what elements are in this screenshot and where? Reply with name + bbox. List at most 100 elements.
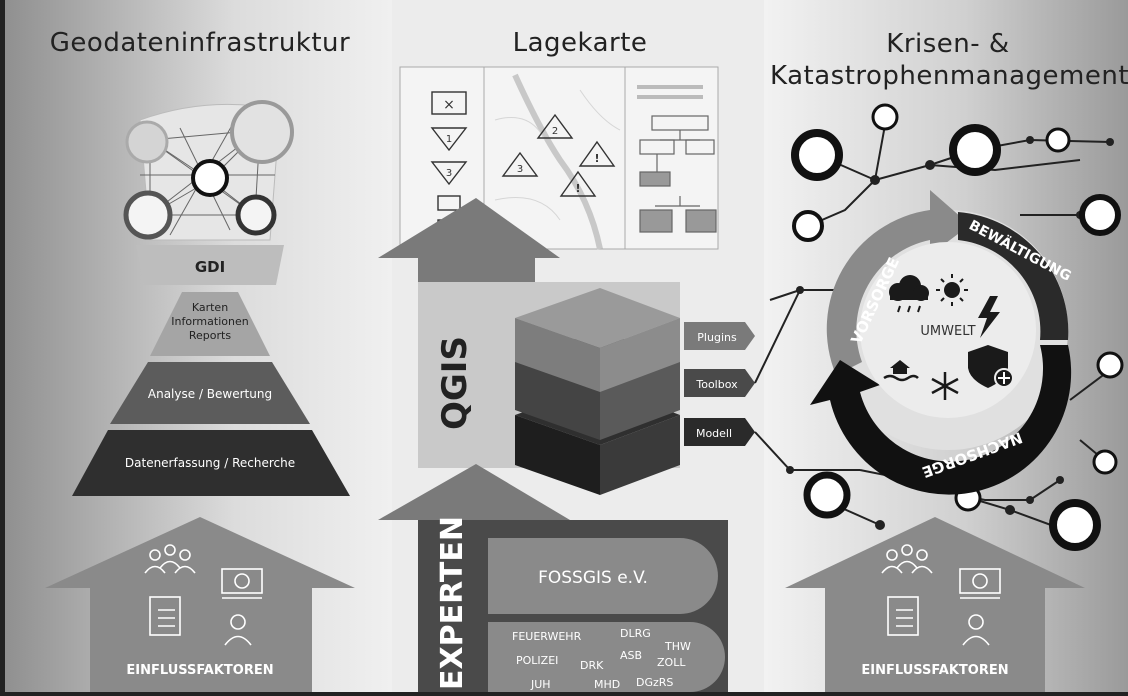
gdi-node-1 xyxy=(125,120,169,164)
pyramid-bottom-label: Datenerfassung / Recherche xyxy=(125,456,295,470)
qgis-layer-stack xyxy=(515,288,680,495)
money-icon xyxy=(221,568,263,599)
qgis-label: QGIS xyxy=(435,336,475,430)
map-triangle-3 xyxy=(430,161,468,186)
bottom-frame-border xyxy=(0,692,1128,696)
ring-8 xyxy=(1092,449,1118,475)
gdi-network: GDI xyxy=(123,100,294,285)
pyramid: Karten Informationen Reports Analyse / B… xyxy=(72,292,350,496)
flood-icon xyxy=(883,360,919,382)
cycle-diagram: VORSORGE BEWÄLTIGUNG NACHSORGE UMWELT xyxy=(810,190,1074,495)
shield-plus-icon xyxy=(968,345,1014,388)
warning-icon-2-label: ! xyxy=(575,182,580,195)
experten-label: EXPERTEN xyxy=(435,516,470,690)
law-document-icon xyxy=(149,596,181,636)
cycle-vorsorge-arc xyxy=(826,190,970,375)
lightning-icon xyxy=(978,296,1000,338)
gdi-node-4 xyxy=(123,190,173,240)
ring-11 xyxy=(1049,499,1101,551)
person-icon xyxy=(224,614,252,646)
gdi-label: GDI xyxy=(195,258,225,276)
org-dgzrs: DGzRS xyxy=(636,676,673,689)
snowflake-icon xyxy=(931,372,959,400)
org-asb: ASB xyxy=(620,649,642,662)
org-chart xyxy=(637,85,717,233)
gdi-node-3 xyxy=(191,159,229,197)
layer-label-modell: Modell xyxy=(684,418,755,446)
people-icon-right xyxy=(881,544,933,574)
title-krisen-line2: Katastrophenmanagement xyxy=(770,61,1128,91)
svg-text:×: × xyxy=(443,97,455,113)
pyramid-tier-bottom xyxy=(72,430,350,496)
cloud-rain-icon xyxy=(889,275,929,313)
influence-left-label: EINFLUSSFAKTOREN xyxy=(126,663,273,678)
pyramid-top-line2: Informationen xyxy=(171,315,248,328)
person-icon-right xyxy=(962,614,990,646)
house-left-shape xyxy=(45,517,355,696)
gdi-base xyxy=(136,245,284,285)
sun-icon xyxy=(936,274,968,306)
influence-house-left: EINFLUSSFAKTOREN xyxy=(45,517,355,696)
layer-toolbox-label: Toolbox xyxy=(695,378,738,391)
org-feuerwehr: FEUERWEHR xyxy=(512,630,582,643)
map-triangle-3b-label: 3 xyxy=(517,164,523,175)
left-frame-border xyxy=(0,0,5,696)
map-symbol-box xyxy=(431,91,467,115)
people-icon xyxy=(144,544,196,574)
arrow-up-lower xyxy=(378,464,570,520)
influence-house-right: EINFLUSSFAKTOREN xyxy=(785,517,1085,696)
house-right-shape xyxy=(785,517,1085,696)
network-rings xyxy=(791,103,1124,551)
pyramid-middle-label: Analyse / Bewertung xyxy=(148,387,272,401)
layer-plugins-label: Plugins xyxy=(697,331,737,344)
cycle-bewaeltigung-arc xyxy=(958,212,1069,340)
org-labels: FEUERWEHR DLRG THW POLIZEI DRK ASB ZOLL … xyxy=(512,627,691,691)
layer-modell-label: Modell xyxy=(696,427,732,440)
layer-label-plugins: Plugins xyxy=(684,322,755,350)
map-triangle-3-label: 3 xyxy=(446,168,452,179)
map-triangle-2-label: 2 xyxy=(552,126,558,137)
map-triangle-3b xyxy=(501,151,539,177)
map-triangle-1-label: 1 xyxy=(446,134,452,145)
pyramid-tier-top xyxy=(150,292,270,356)
pyramid-top-line3: Reports xyxy=(189,329,231,342)
title-geodateninfrastruktur: Geodateninfrastruktur xyxy=(49,28,351,58)
ring-4 xyxy=(1045,127,1071,153)
pyramid-tier-middle xyxy=(110,362,310,424)
fossgis-pill xyxy=(488,538,718,614)
fossgis-label: FOSSGIS e.V. xyxy=(538,568,648,588)
pyramid-top-line1: Karten xyxy=(192,301,228,314)
arrow-up-upper xyxy=(378,198,560,282)
map-triangle-2 xyxy=(536,113,574,139)
orgs-pill xyxy=(488,622,725,692)
layer-top xyxy=(515,288,680,348)
warning-icon-1 xyxy=(578,140,616,167)
ring-9 xyxy=(803,471,851,519)
ring-2 xyxy=(871,103,899,131)
org-polizei: POLIZEI xyxy=(516,654,558,667)
money-icon-right xyxy=(959,568,1001,599)
cycle-umwelt-label: UMWELT xyxy=(920,324,975,339)
cycle-nachsorge-arc xyxy=(810,345,1072,495)
org-mhd: MHD xyxy=(594,678,620,691)
title-krisen-line1: Krisen- & xyxy=(886,29,1010,59)
ring-1 xyxy=(791,129,843,181)
org-juh: JUH xyxy=(530,678,551,691)
title-krisenmanagement: Krisen- & Katastrophenmanagement xyxy=(770,28,1128,92)
org-thw: THW xyxy=(664,640,691,653)
org-drk: DRK xyxy=(580,659,604,672)
gdi-node-5 xyxy=(235,194,277,236)
org-dlrg: DLRG xyxy=(620,627,651,640)
law-document-icon-right xyxy=(887,596,919,636)
layer-label-toolbox: Toolbox xyxy=(684,369,755,397)
org-zoll: ZOLL xyxy=(657,656,686,669)
gdi-node-2 xyxy=(230,100,294,164)
influence-right-label: EINFLUSSFAKTOREN xyxy=(861,663,1008,678)
map-triangle-1 xyxy=(430,127,468,152)
ring-7 xyxy=(1096,351,1124,379)
ring-6 xyxy=(792,210,824,242)
warning-icon-1-label: ! xyxy=(594,152,599,165)
ring-3 xyxy=(949,124,1001,176)
title-lagekarte: Lagekarte xyxy=(512,28,648,58)
